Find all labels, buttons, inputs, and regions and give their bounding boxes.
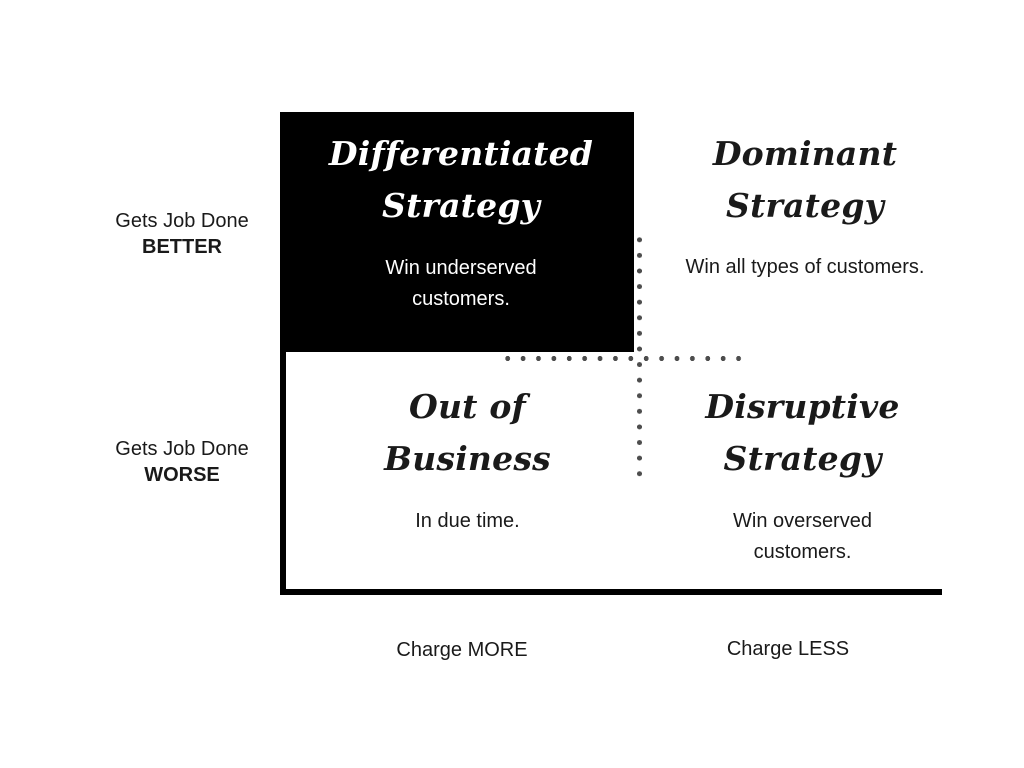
quadrant-title: Differentiated Strategy: [328, 134, 594, 225]
x-axis-label-charge-less-emphasis: LESS: [798, 638, 850, 660]
x-axis-label-charge-less: Charge LESS: [688, 636, 888, 662]
x-axis-label-charge-more: Charge MORE: [362, 637, 562, 663]
y-axis-label-worse-prefix: Gets Job Done: [115, 438, 249, 460]
quadrant-highlight-fill: [280, 112, 634, 352]
y-axis-line: [280, 112, 286, 595]
horizontal-divider-dotted: [500, 356, 746, 361]
y-axis-label-worse-emphasis: WORSE: [144, 464, 220, 486]
y-axis-label-better-emphasis: BETTER: [142, 236, 222, 258]
quadrant-dominant-strategy: Dominant Strategy Win all types of custo…: [645, 128, 965, 283]
quadrant-differentiated-strategy: Differentiated Strategy Win underserved …: [296, 128, 626, 315]
quadrant-title: Out of Business: [384, 387, 551, 478]
y-axis-label-worse: Gets Job Done WORSE: [72, 436, 292, 488]
quadrant-description: Win all types of customers.: [685, 256, 925, 278]
quadrant-description: Win overserved customers.: [733, 510, 872, 563]
quadrant-title: Dominant Strategy: [712, 134, 898, 225]
x-axis-line: [280, 589, 942, 595]
x-axis-label-charge-more-prefix: Charge: [396, 639, 468, 661]
quadrant-description: Win underserved customers.: [385, 257, 537, 310]
x-axis-label-charge-more-emphasis: MORE: [467, 639, 528, 661]
quadrant-out-of-business: Out of Business In due time.: [310, 381, 625, 537]
vertical-divider-dotted: [637, 232, 642, 482]
quadrant-title: Disruptive Strategy: [705, 387, 900, 478]
quadrant-disruptive-strategy: Disruptive Strategy Win overserved custo…: [655, 381, 950, 568]
x-axis-label-charge-less-prefix: Charge: [726, 638, 798, 660]
quadrant-description: In due time.: [415, 510, 520, 532]
y-axis-label-better: Gets Job Done BETTER: [72, 208, 292, 260]
y-axis-label-better-prefix: Gets Job Done: [115, 210, 249, 232]
